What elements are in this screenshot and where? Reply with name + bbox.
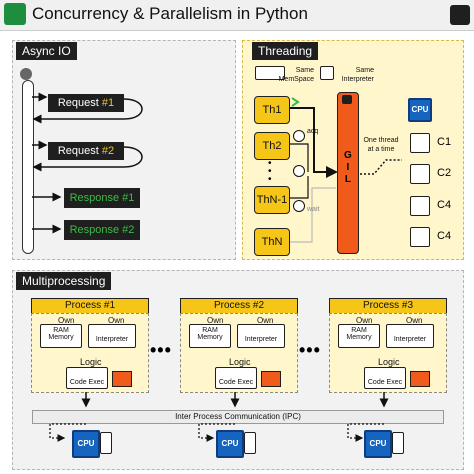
thread-n: ThN: [254, 228, 290, 256]
interpreter-box: Interpreter: [386, 324, 434, 348]
logic-label: Logic: [80, 357, 102, 367]
memory-box: RAM Memory: [40, 324, 82, 348]
clock-icon: [293, 130, 305, 142]
thread-1: Th1: [254, 96, 290, 124]
interpreter-label: Interpreter: [244, 336, 278, 343]
clock-icon: [293, 165, 305, 177]
lock-box: [112, 371, 132, 387]
request-1-num: #1: [101, 97, 115, 109]
cpu-icon: CPU: [364, 430, 392, 458]
process-1-header: Process #1: [31, 298, 149, 314]
request-1: Request #1: [48, 94, 124, 112]
process-3-header: Process #3: [329, 298, 447, 314]
process-2-header: Process #2: [180, 298, 298, 314]
one-thread-label: One thread at a time: [363, 137, 399, 153]
core-chip-icon: [410, 133, 430, 153]
code-exec-label: Code Exec: [218, 379, 254, 386]
logic-label: Logic: [229, 357, 251, 367]
own-label: Own: [356, 316, 373, 325]
threading-arrows: [290, 97, 338, 243]
thread-ellipsis: • • •: [268, 158, 272, 185]
logic-label: Logic: [378, 357, 400, 367]
ram-label: RAM: [53, 327, 69, 334]
memspace-icon: [255, 66, 285, 80]
own-label: Own: [207, 316, 224, 325]
interpreter-label: Interpreter: [95, 336, 129, 343]
code-exec-box: Code Exec: [364, 367, 406, 389]
core-label: C4: [437, 230, 452, 242]
core-label: C1: [437, 136, 452, 148]
code-exec-label: Code Exec: [367, 379, 403, 386]
lock-icon: [342, 95, 352, 104]
core-chip-icon: [410, 196, 430, 216]
gil-label: G I L: [344, 150, 352, 185]
one-thread-arrow: [360, 159, 402, 175]
core-chip-icon: [392, 432, 404, 454]
request-2-label: Request: [57, 145, 102, 157]
core-chip-icon: [244, 432, 256, 454]
interpreter-label: Interpreter: [393, 336, 427, 343]
request-2: Request #2: [48, 142, 124, 160]
code-exec-box: Code Exec: [215, 367, 257, 389]
same-interpreter-label: Same Interpreter: [341, 67, 374, 83]
core-chip-icon: [410, 164, 430, 184]
own-label: Own: [108, 316, 125, 325]
core-label: C4: [437, 199, 452, 211]
core-label: C2: [437, 167, 452, 179]
memory-label: Memory: [48, 334, 74, 341]
interpreter-icon: [320, 66, 334, 80]
lock-box: [261, 371, 281, 387]
response-2: Response #2: [64, 220, 140, 240]
title-bar: Concurrency & Parallelism in Python: [0, 0, 474, 31]
wait-label: wait: [307, 206, 320, 213]
page-title: Concurrency & Parallelism in Python: [32, 4, 308, 23]
asyncio-title: Async IO: [16, 42, 77, 60]
ellipsis-dots: •••: [150, 340, 172, 360]
request-1-label: Request: [57, 97, 102, 109]
asyncio-arrows: [32, 92, 143, 234]
thread-2: Th2: [254, 132, 290, 160]
ellipsis-dots: •••: [299, 340, 321, 360]
request-2-num: #2: [101, 145, 115, 157]
menu-icon[interactable]: [450, 5, 470, 25]
core-chip-icon: [100, 432, 112, 454]
code-exec-label: Code Exec: [69, 379, 105, 386]
gil-lock: [337, 92, 359, 254]
multiprocessing-arrows: [49, 392, 389, 442]
core-chip-icon: [410, 227, 430, 247]
own-label: Own: [406, 316, 423, 325]
clock-icon: [293, 200, 305, 212]
memory-box: RAM Memory: [189, 324, 231, 348]
cpu-icon: CPU: [408, 98, 432, 122]
ram-label: RAM: [351, 327, 367, 334]
thread-n-1: ThN-1: [254, 186, 290, 214]
threading-title: Threading: [252, 42, 319, 60]
code-exec-box: Code Exec: [66, 367, 108, 389]
memory-box: RAM Memory: [338, 324, 380, 348]
interpreter-box: Interpreter: [88, 324, 136, 348]
own-label: Own: [58, 316, 75, 325]
ipc-bar: Inter Process Communication (IPC): [32, 410, 444, 424]
python-logo-icon: [4, 3, 26, 25]
memory-label: Memory: [197, 334, 223, 341]
own-label: Own: [257, 316, 274, 325]
interpreter-box: Interpreter: [237, 324, 285, 348]
loop-icon: [20, 68, 32, 80]
cpu-icon: CPU: [216, 430, 244, 458]
cpu-icon: CPU: [72, 430, 100, 458]
acq-label: acq: [307, 128, 319, 135]
ram-label: RAM: [202, 327, 218, 334]
memory-label: Memory: [346, 334, 372, 341]
response-1: Response #1: [64, 188, 140, 208]
same-memspace-label: Same MemSpace: [278, 67, 314, 83]
lock-box: [410, 371, 430, 387]
multiprocessing-title: Multiprocessing: [16, 272, 112, 290]
